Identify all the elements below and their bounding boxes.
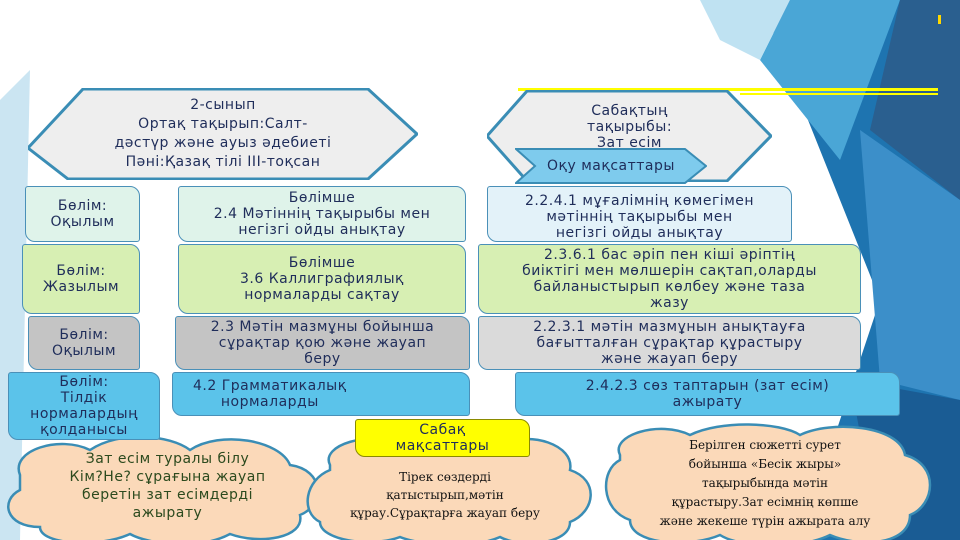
class-info-hexagon: 2-сынып Ортақ тақырып:Салт- дәстүр және … [28, 88, 418, 180]
learning-objectives-label: Оқу мақсаттары [547, 157, 675, 174]
subsection-2-3: 2.3 Мәтін мазмұны бойынша сұрақтар қою ж… [175, 316, 470, 370]
subsection-3-6: Бөлімше 3.6 Каллиграфиялық нормаларды са… [178, 244, 466, 314]
learning-objectives-arrow: Оқу мақсаттары [515, 148, 707, 184]
objective-2-3-6-1: 2.3.6.1 бас әріп пен кіші әріптің биікті… [478, 244, 861, 314]
subsection-2-4: Бөлімше 2.4 Мәтіннің тақырыбы мен негізг… [178, 186, 466, 242]
lesson-goals-label: Сабақ мақсаттары [355, 419, 530, 457]
objective-2-2-3-1: 2.2.3.1 мәтін мазмұнын анықтауға бағытта… [478, 316, 861, 370]
cloud-text-3: Берілген сюжетті сурет бойынша «Бесік жы… [659, 438, 871, 528]
cloud-shape-3 [604, 423, 932, 540]
objective-2-2-4-1: 2.2.4.1 мұғалімнің көмегімен мәтіннің та… [487, 186, 792, 242]
cloud-text-1: Зат есім туралы білу Кім?Не? сұрағына жа… [69, 451, 266, 521]
lesson-topic-text: Сабақтың тақырыбы: Зат есім [586, 103, 673, 151]
section-writing: Бөлім: Жазылым [22, 244, 140, 314]
section-reading-2: Бөлім: Оқылым [28, 316, 140, 370]
lesson-topic-hexagon: Сабақтың тақырыбы: Зат есім [487, 90, 772, 182]
cloud-text-2: Тірек сөздерді қатыстырып,мәтін құрау.Сұ… [350, 470, 540, 520]
objective-2-4-2-3: 2.4.2.3 сөз таптарын (зат есім) ажырату [515, 372, 900, 416]
subsection-4-2: 4.2 Грамматикалық нормаларды [172, 372, 470, 416]
section-language-norms: Бөлім: Тілдік нормалардың қолданысы [8, 372, 160, 440]
class-info-text: 2-сынып Ортақ тақырып:Салт- дәстүр және … [114, 97, 332, 170]
section-reading-1: Бөлім: Оқылым [25, 186, 140, 242]
tiny-highlighted-text-strip [518, 88, 938, 91]
